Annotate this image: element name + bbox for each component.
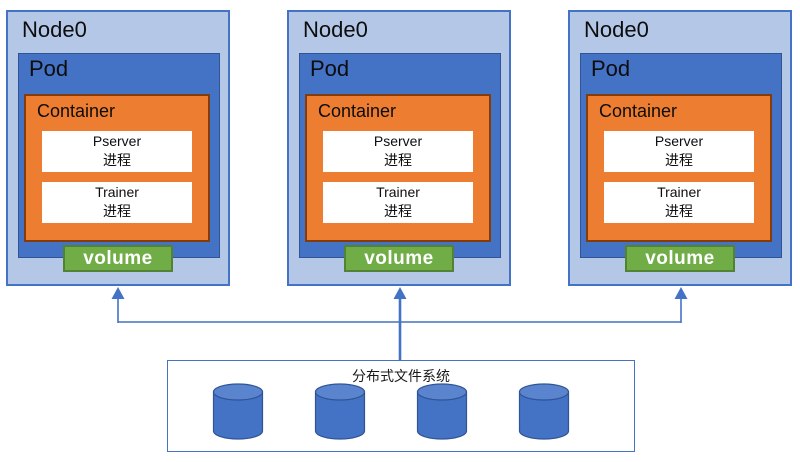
process-name: Pserver: [654, 133, 704, 149]
node-title: Node0: [303, 17, 368, 42]
process-box-pserver: Pserver 进程: [323, 131, 473, 172]
pod-label: Pod: [310, 56, 350, 81]
process-box-pserver: Pserver 进程: [604, 131, 754, 172]
process-box-trainer: Trainer 进程: [604, 182, 754, 223]
database-cylinder-icon: [212, 383, 264, 440]
process-type: 进程: [665, 203, 693, 219]
pod-label: Pod: [29, 56, 69, 81]
volume-badge: volume: [63, 245, 173, 272]
container-label: Container: [318, 101, 397, 121]
container-label: Container: [599, 101, 678, 121]
process-type: 进程: [103, 203, 131, 219]
pod-box: Pod Container Pserver 进程 Trainer 进程: [580, 53, 782, 258]
container-box: Container Pserver 进程 Trainer 进程: [24, 94, 210, 242]
container-box: Container Pserver 进程 Trainer 进程: [305, 94, 491, 242]
process-type: 进程: [103, 152, 131, 168]
process-name: Pserver: [92, 133, 142, 149]
volume-badge: volume: [625, 245, 735, 272]
node-title: Node0: [584, 17, 649, 42]
storage-label: 分布式文件系统: [352, 368, 450, 384]
process-type: 进程: [665, 152, 693, 168]
node-title: Node0: [22, 17, 87, 42]
process-type: 进程: [384, 152, 412, 168]
node-box: Node0 Pod Container Pserver 进程 Trainer 进…: [287, 10, 511, 286]
process-name: Trainer: [657, 184, 701, 200]
process-name: Pserver: [373, 133, 423, 149]
node-box: Node0 Pod Container Pserver 进程 Trainer 进…: [568, 10, 792, 286]
container-box: Container Pserver 进程 Trainer 进程: [586, 94, 772, 242]
database-cylinder-icon: [314, 383, 366, 440]
process-type: 进程: [384, 203, 412, 219]
volume-badge: volume: [344, 245, 454, 272]
arrow-up-icon: [111, 287, 125, 299]
process-box-trainer: Trainer 进程: [323, 182, 473, 223]
process-name: Trainer: [95, 184, 139, 200]
process-name: Trainer: [376, 184, 420, 200]
arrow-up-icon: [393, 287, 407, 299]
storage-box: 分布式文件系统: [167, 360, 635, 452]
database-cylinder-icon: [518, 383, 570, 440]
volume-label: volume: [364, 247, 434, 269]
volume-label: volume: [645, 247, 715, 269]
container-label: Container: [37, 101, 116, 121]
pod-label: Pod: [591, 56, 631, 81]
process-box-pserver: Pserver 进程: [42, 131, 192, 172]
pod-box: Pod Container Pserver 进程 Trainer 进程: [299, 53, 501, 258]
process-box-trainer: Trainer 进程: [42, 182, 192, 223]
node-box: Node0 Pod Container Pserver 进程 Trainer 进…: [6, 10, 230, 286]
pod-box: Pod Container Pserver 进程 Trainer 进程: [18, 53, 220, 258]
volume-label: volume: [83, 247, 153, 269]
database-cylinder-icon: [416, 383, 468, 440]
arrow-up-icon: [674, 287, 688, 299]
